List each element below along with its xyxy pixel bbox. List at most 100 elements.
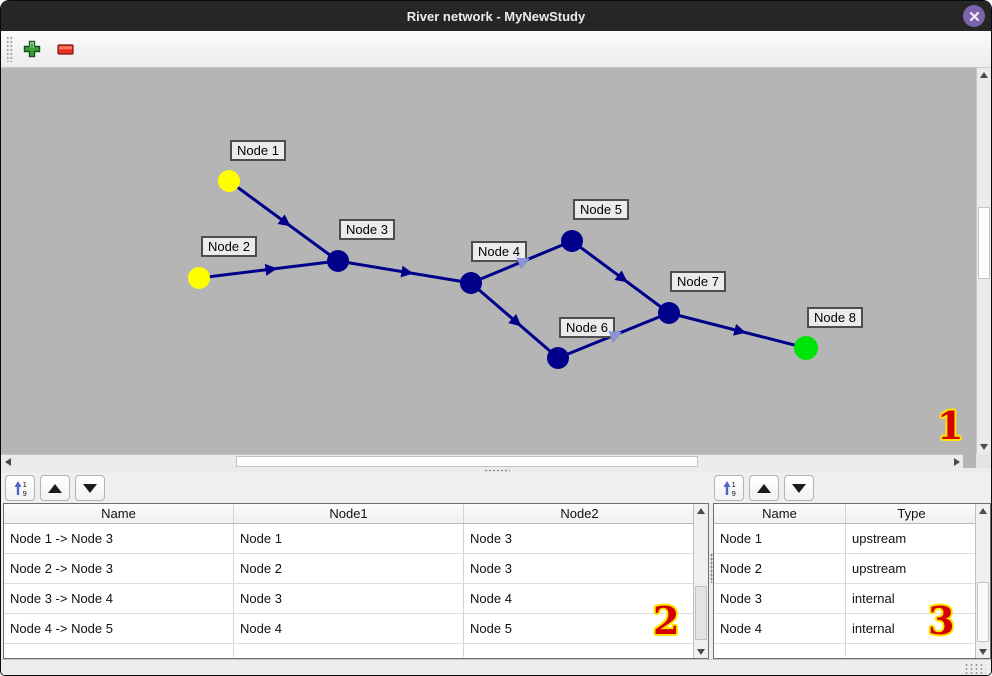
table-cell: Node 1 xyxy=(234,524,464,553)
close-button[interactable] xyxy=(963,5,985,27)
network-node[interactable] xyxy=(188,267,210,289)
node-label[interactable]: Node 2 xyxy=(201,236,257,257)
flow-arrow-icon xyxy=(508,313,522,327)
move-node-down-button[interactable] xyxy=(784,475,814,501)
remove-minus-icon xyxy=(56,43,74,55)
nodes-table-scrollbar[interactable] xyxy=(975,504,990,658)
table-cell: Node 3 xyxy=(470,531,512,546)
scroll-up-button[interactable] xyxy=(694,504,708,517)
reaches-toolbar: 1 9 xyxy=(5,475,105,501)
table-row[interactable]: Node 2 upstream xyxy=(714,554,975,584)
scroll-right-button[interactable] xyxy=(950,455,963,468)
svg-text:9: 9 xyxy=(22,490,26,497)
table-cell: Node 3 xyxy=(234,584,464,613)
sort-ascending-icon: 1 9 xyxy=(14,480,26,497)
network-node[interactable] xyxy=(561,230,583,252)
add-plus-icon xyxy=(23,40,41,58)
arrow-down-icon xyxy=(980,444,988,450)
triangle-up-icon xyxy=(48,483,62,493)
node-label[interactable]: Node 4 xyxy=(471,241,527,262)
column-header[interactable]: Node1 xyxy=(234,504,464,523)
scroll-thumb[interactable] xyxy=(977,582,989,642)
canvas-vertical-scrollbar[interactable] xyxy=(976,68,991,454)
node-label[interactable]: Node 3 xyxy=(339,219,395,240)
tables-toolbar: 1 9 1 9 xyxy=(1,473,991,503)
canvas-horizontal-scrollbar[interactable] xyxy=(1,454,963,468)
resize-grip-icon[interactable] xyxy=(964,663,986,674)
node-label[interactable]: Node 8 xyxy=(807,307,863,328)
horizontal-splitter[interactable] xyxy=(1,468,991,473)
vertical-scroll-thumb[interactable] xyxy=(978,207,990,279)
reaches-table-scrollbar[interactable] xyxy=(693,504,708,658)
remove-node-button[interactable] xyxy=(52,36,78,62)
table-cell: Node 2 xyxy=(234,554,464,583)
table-cell xyxy=(4,644,234,657)
add-node-button[interactable] xyxy=(19,36,45,62)
scroll-thumb[interactable] xyxy=(695,586,707,640)
table-cell xyxy=(846,644,975,657)
scroll-up-button[interactable] xyxy=(976,504,990,517)
scroll-down-button[interactable] xyxy=(977,440,991,454)
table-cell: Node 4 xyxy=(470,591,512,606)
sort-reaches-button[interactable]: 1 9 xyxy=(5,475,35,501)
move-reach-down-button[interactable] xyxy=(75,475,105,501)
scroll-left-button[interactable] xyxy=(1,455,14,468)
splitter-grip-icon xyxy=(710,553,713,583)
move-reach-up-button[interactable] xyxy=(40,475,70,501)
network-node[interactable] xyxy=(547,347,569,369)
node-label[interactable]: Node 5 xyxy=(573,199,629,220)
network-node[interactable] xyxy=(327,250,349,272)
move-node-up-button[interactable] xyxy=(749,475,779,501)
scroll-down-button[interactable] xyxy=(976,645,990,658)
flow-arrow-icon xyxy=(733,323,747,336)
toolbar-drag-handle[interactable] xyxy=(6,36,13,62)
column-header[interactable]: Name xyxy=(4,504,234,523)
network-node[interactable] xyxy=(218,170,240,192)
flow-arrow-icon xyxy=(277,214,291,227)
titlebar[interactable]: River network - MyNewStudy xyxy=(1,1,991,31)
table-cell: Node 3 -> Node 4 xyxy=(4,584,234,613)
table-cell xyxy=(234,644,464,657)
table-cell: internal xyxy=(852,621,895,636)
vertical-splitter[interactable] xyxy=(709,503,713,659)
splitter-grip-icon xyxy=(484,469,510,472)
network-node[interactable] xyxy=(460,272,482,294)
arrow-up-icon xyxy=(979,507,987,514)
flow-arrow-icon xyxy=(614,270,628,283)
svg-text:9: 9 xyxy=(731,490,735,497)
table-cell: Node 1 xyxy=(714,524,846,553)
node-label[interactable]: Node 7 xyxy=(670,271,726,292)
horizontal-scroll-thumb[interactable] xyxy=(236,456,698,467)
scroll-down-button[interactable] xyxy=(694,645,708,658)
network-canvas[interactable]: Node 1 Node 2 Node 3 Node 4 Node 5 Node 6 Node… xyxy=(1,68,991,468)
annotation-number: 1 xyxy=(937,403,964,448)
node-label[interactable]: Node 6 xyxy=(559,317,615,338)
table-cell: upstream xyxy=(852,561,907,576)
column-header[interactable]: Name xyxy=(714,504,846,523)
table-cell: upstream xyxy=(852,531,907,546)
annotation-number: 2 xyxy=(653,598,680,643)
table-cell xyxy=(464,644,693,657)
triangle-down-icon xyxy=(83,483,97,493)
network-node[interactable] xyxy=(794,336,818,360)
table-row[interactable]: Node 1 upstream xyxy=(714,524,975,554)
main-toolbar xyxy=(1,31,991,68)
close-icon xyxy=(969,11,979,21)
column-header[interactable]: Node2 xyxy=(560,506,599,521)
network-node[interactable] xyxy=(658,302,680,324)
sort-nodes-button[interactable]: 1 9 xyxy=(714,475,744,501)
table-cell: Node 4 xyxy=(234,614,464,643)
scroll-up-button[interactable] xyxy=(977,68,991,82)
table-cell: Node 2 xyxy=(714,554,846,583)
column-header[interactable]: Type xyxy=(897,506,926,521)
node-label[interactable]: Node 1 xyxy=(230,140,286,161)
